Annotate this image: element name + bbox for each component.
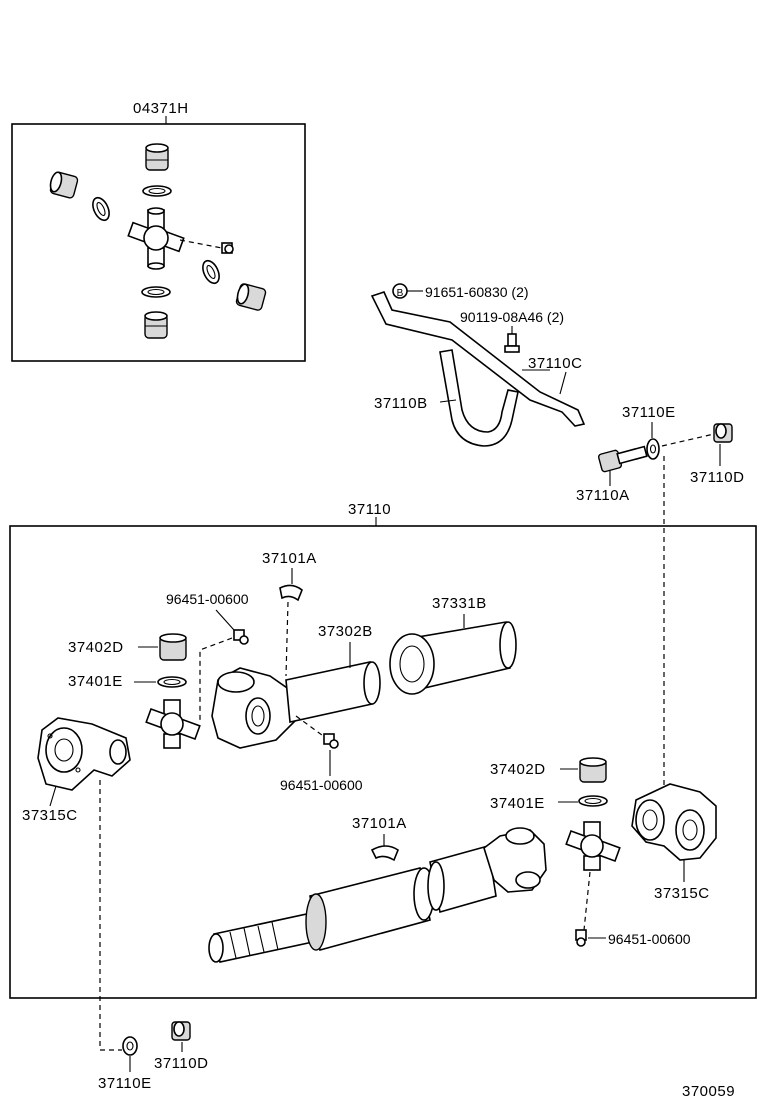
- bolt-b-91651-60830[interactable]: B: [392, 283, 423, 299]
- kit-snap-ring-top[interactable]: [142, 185, 172, 197]
- label-bracket-c: 37110C: [528, 355, 582, 372]
- kit-box-04371h: 04371H: [11, 100, 306, 362]
- kit-bearing-cup-bottom[interactable]: [144, 311, 168, 339]
- washer-37110e-top[interactable]: [646, 438, 660, 460]
- snap-ring-37401e-2[interactable]: [578, 795, 608, 807]
- label-assembly: 37110: [348, 501, 391, 518]
- label-balance-weight-2: 37101A: [352, 815, 407, 832]
- label-grease-fitting-1: 96451-00600: [166, 591, 249, 607]
- label-bearing-cup-2: 37402D: [490, 761, 546, 778]
- label-shaft-tube: 37302B: [318, 623, 373, 640]
- grease-fitting-96451-2[interactable]: [323, 733, 339, 749]
- universal-joint-spider-2[interactable]: [565, 821, 621, 871]
- bearing-cup-37402d-2[interactable]: [579, 757, 607, 783]
- driveshaft-tube[interactable]: [305, 844, 497, 952]
- bracket-37110b[interactable]: [439, 349, 519, 447]
- label-bracket-b: 37110B: [374, 395, 428, 412]
- shaft-tube-37302b[interactable]: [285, 661, 381, 723]
- label-nut-d-top: 37110D: [690, 469, 744, 486]
- driveshaft-yoke[interactable]: [483, 827, 547, 893]
- label-bolt-b: 91651-60830 (2): [425, 284, 529, 300]
- label-nut-d-bottom: 37110D: [154, 1055, 208, 1072]
- balance-weight-37101a-1[interactable]: [279, 584, 303, 602]
- label-bolt-a: 37110A: [576, 487, 630, 504]
- kit-snap-ring-bottom[interactable]: [141, 286, 171, 298]
- bearing-cup-37402d-1[interactable]: [159, 633, 187, 661]
- grease-fitting-96451-3[interactable]: [575, 929, 587, 947]
- label-grease-fitting-2: 96451-00600: [280, 777, 363, 793]
- washer-37110e-bottom[interactable]: [122, 1036, 138, 1056]
- flange-yoke-37315c-1[interactable]: [37, 717, 131, 791]
- assembly-box-37110: 37110 37101A 96451-00600 37402D 37401E: [9, 501, 757, 1051]
- bracket-37110c[interactable]: [370, 291, 586, 427]
- universal-joint-spider-1[interactable]: [145, 699, 201, 749]
- label-grease-fitting-3: 96451-00600: [608, 931, 691, 947]
- label-washer-e-top: 37110E: [622, 404, 676, 421]
- kit-bearing-cup-top[interactable]: [145, 143, 169, 171]
- kit-grease-fitting[interactable]: [179, 239, 234, 254]
- kit-bearing-cup-left[interactable]: [49, 171, 79, 199]
- label-dust-boot: 37331B: [432, 595, 487, 612]
- label-snap-ring-1: 37401E: [68, 673, 123, 690]
- label-bolt-small: 90119-08A46 (2): [460, 309, 564, 325]
- assembly-box-border: [9, 525, 757, 999]
- kit-snap-ring-left[interactable]: [90, 195, 113, 223]
- label-balance-weight-1: 37101A: [262, 550, 317, 567]
- center-bracket-group: B 91651-60830 (2) 90119-08A46 (2) 37110C…: [370, 283, 586, 447]
- snap-ring-37401e-1[interactable]: [157, 676, 187, 688]
- nut-37110d-bottom[interactable]: [171, 1021, 191, 1041]
- slip-yoke[interactable]: [211, 667, 297, 749]
- nut-37110d-top[interactable]: [713, 423, 733, 443]
- kit-box-border: [11, 123, 306, 362]
- label-bearing-cup-1: 37402D: [68, 639, 124, 656]
- label-snap-ring-2: 37401E: [490, 795, 545, 812]
- label-kit: 04371H: [133, 100, 189, 117]
- kit-universal-joint-spider[interactable]: [127, 207, 185, 270]
- bottom-fasteners: 37110E 37110D: [98, 1021, 208, 1092]
- label-flange-yoke-1: 37315C: [22, 807, 78, 824]
- bolt-b-marker: B: [397, 288, 404, 299]
- balance-weight-37101a-2[interactable]: [370, 845, 399, 862]
- bolt-37110a-top[interactable]: [597, 445, 648, 473]
- kit-snap-ring-right[interactable]: [200, 258, 223, 286]
- label-washer-e-bottom: 37110E: [98, 1075, 152, 1092]
- driveshaft-spline[interactable]: [208, 911, 323, 963]
- grease-fitting-96451-1[interactable]: [233, 629, 249, 645]
- top-right-fasteners: 37110E 37110A 37110D: [576, 404, 744, 790]
- bolt-90119-08a46[interactable]: [504, 326, 520, 353]
- dust-boot-37331b[interactable]: [389, 621, 517, 695]
- diagram-code: 370059: [682, 1083, 735, 1100]
- kit-bearing-cup-right[interactable]: [235, 283, 267, 311]
- flange-yoke-37315c-2[interactable]: [631, 783, 717, 861]
- label-flange-yoke-2: 37315C: [654, 885, 710, 902]
